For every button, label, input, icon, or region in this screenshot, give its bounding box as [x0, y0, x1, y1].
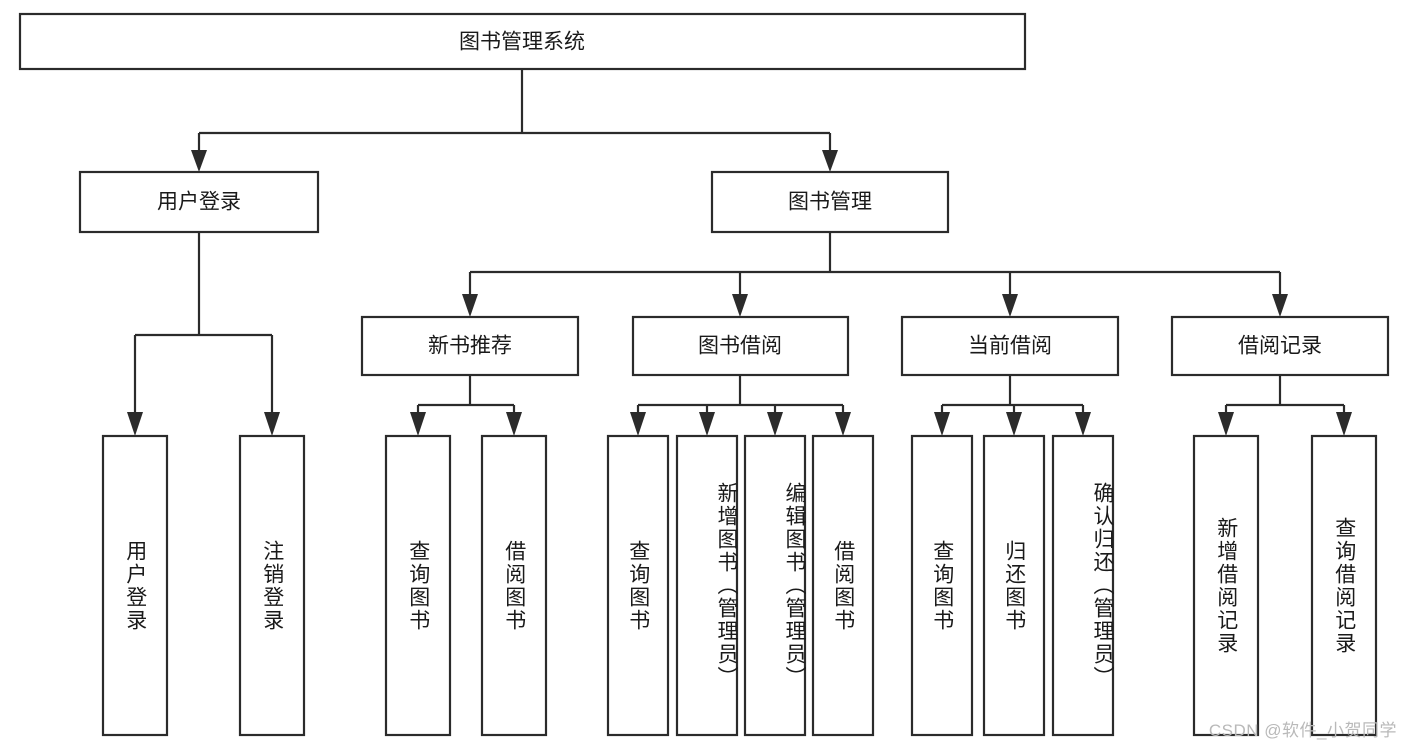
node-current-borrow[interactable]: 当前借阅 [900, 315, 1120, 377]
node-book-borrow[interactable]: 图书借阅 [631, 315, 850, 377]
node-user-login[interactable]: 用户登录 [78, 170, 320, 234]
connector-group-book-management [462, 232, 1288, 317]
node-current-borrow-label: 当前借阅 [968, 335, 1052, 358]
node-book-management-label: 图书管理 [788, 191, 872, 214]
arrow-head-icon [462, 294, 478, 317]
arrow-head-icon [767, 412, 783, 436]
node-user-login-box[interactable] [78, 170, 320, 234]
connector-group-current-borrow [934, 375, 1091, 436]
leaf-box-group [101, 434, 1378, 737]
leaf-box[interactable] [384, 434, 452, 737]
arrow-head-icon [127, 412, 143, 436]
leaf-box[interactable] [675, 434, 739, 737]
connector-group-book-borrow [630, 375, 851, 436]
leaf-box[interactable] [811, 434, 875, 737]
arrow-head-icon [264, 412, 280, 436]
leaf-box[interactable] [480, 434, 548, 737]
arrow-head-icon [630, 412, 646, 436]
leaf-box[interactable] [910, 434, 974, 737]
arrow-head-icon [1075, 412, 1091, 436]
node-book-borrow-box[interactable] [631, 315, 850, 377]
node-current-borrow-box[interactable] [900, 315, 1120, 377]
node-book-management-box[interactable] [710, 170, 950, 234]
leaf-box[interactable] [743, 434, 807, 737]
arrow-head-icon [732, 294, 748, 317]
node-borrow-record-label: 借阅记录 [1238, 335, 1322, 358]
leaf-box[interactable] [1310, 434, 1378, 737]
arrow-head-icon [1218, 412, 1234, 436]
node-root[interactable]: 图书管理系统 [18, 12, 1027, 71]
arrow-head-icon [1336, 412, 1352, 436]
arrow-head-icon [699, 412, 715, 436]
connector-group-user-login [127, 232, 280, 436]
connector-group-new-book [410, 375, 522, 436]
node-new-book-recommend-box[interactable] [360, 315, 580, 377]
arrow-head-icon [506, 412, 522, 436]
node-user-login-label: 用户登录 [157, 191, 241, 214]
node-book-borrow-label: 图书借阅 [698, 335, 782, 358]
node-new-book-recommend[interactable]: 新书推荐 [360, 315, 580, 377]
arrow-head-icon [1006, 412, 1022, 436]
connector-group-root [191, 69, 838, 172]
arrow-head-icon [835, 412, 851, 436]
arrow-head-icon [822, 150, 838, 172]
leaf-box[interactable] [238, 434, 306, 737]
arrow-head-icon [1002, 294, 1018, 317]
leaf-box[interactable] [1192, 434, 1260, 737]
arrow-head-icon [1272, 294, 1288, 317]
leaf-box[interactable] [982, 434, 1046, 737]
leaf-box[interactable] [101, 434, 169, 737]
watermark-text: CSDN @软件_小贺同学 [1208, 721, 1397, 740]
node-borrow-record-box[interactable] [1170, 315, 1390, 377]
arrow-head-icon [191, 150, 207, 172]
node-root-box[interactable] [18, 12, 1027, 71]
node-book-management[interactable]: 图书管理 [710, 170, 950, 234]
connector-group-borrow-record [1218, 375, 1352, 436]
node-root-label: 图书管理系统 [459, 31, 585, 54]
leaf-box[interactable] [606, 434, 670, 737]
node-borrow-record[interactable]: 借阅记录 [1170, 315, 1390, 377]
node-new-book-recommend-label: 新书推荐 [428, 335, 512, 358]
leaf-box[interactable] [1051, 434, 1115, 737]
arrow-head-icon [934, 412, 950, 436]
arrow-head-icon [410, 412, 426, 436]
